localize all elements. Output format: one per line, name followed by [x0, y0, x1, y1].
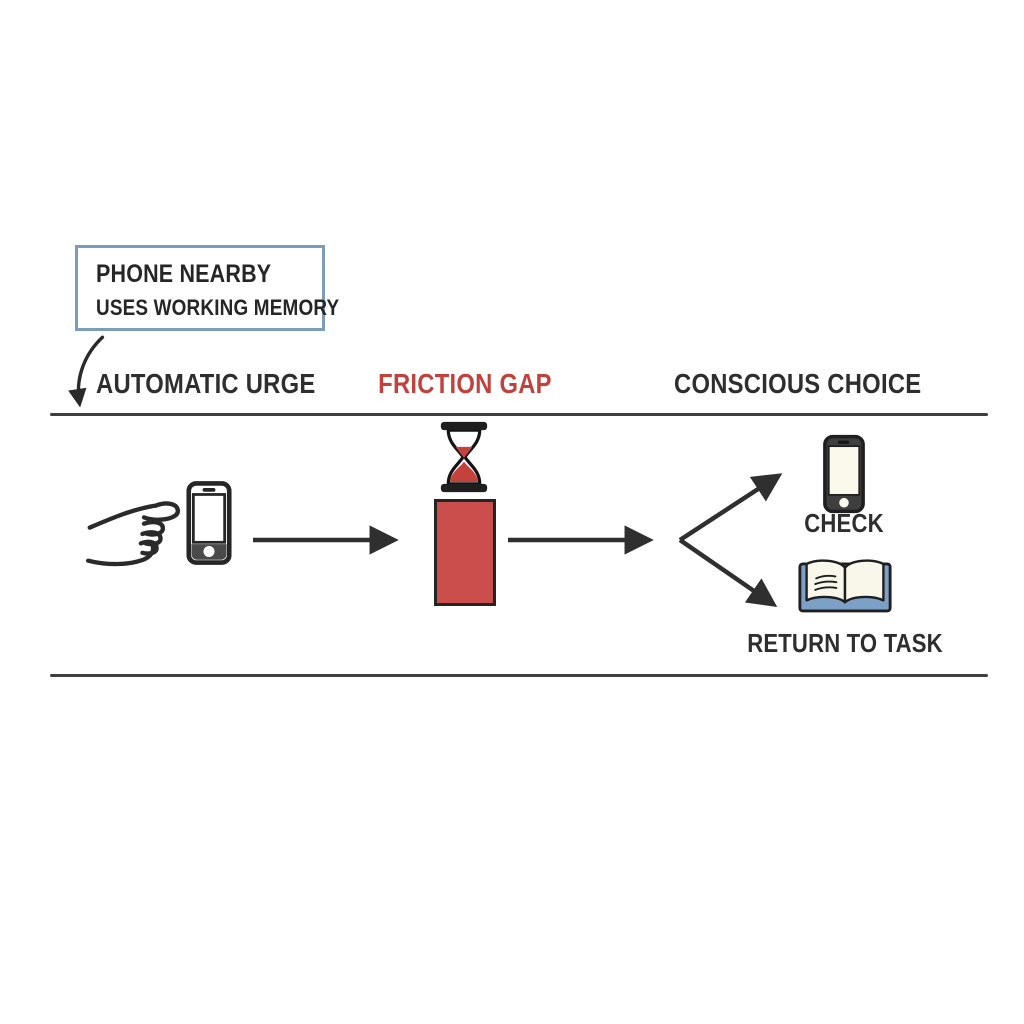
check-smartphone-icon — [823, 434, 865, 514]
callout-box: PHONE NEARBY USES WORKING MEMORY — [75, 245, 340, 331]
bottom-rule — [50, 674, 988, 677]
outcome-label-check: CHECK — [804, 508, 884, 538]
stage-label-automatic-urge: AUTOMATIC URGE — [96, 368, 316, 399]
stage-label-conscious-choice: CONSCIOUS CHOICE — [674, 368, 922, 399]
friction-gap-block — [434, 499, 496, 606]
outcome-label-return-to-task: RETURN TO TASK — [747, 628, 943, 658]
callout-line-1: PHONE NEARBY — [96, 260, 272, 288]
reaching-hand-icon — [85, 501, 180, 567]
open-book-icon — [798, 559, 892, 613]
stage-label-friction-gap: FRICTION GAP — [378, 368, 552, 399]
callout-curved-arrow-icon — [68, 335, 105, 408]
callout-line-2: USES WORKING MEMORY — [96, 295, 340, 320]
smartphone-icon — [186, 481, 232, 565]
hourglass-icon — [440, 421, 488, 493]
flow-arrow-1 — [253, 525, 399, 555]
flow-arrow-2 — [508, 525, 654, 555]
branch-arrows — [678, 473, 783, 607]
top-rule — [50, 413, 988, 416]
